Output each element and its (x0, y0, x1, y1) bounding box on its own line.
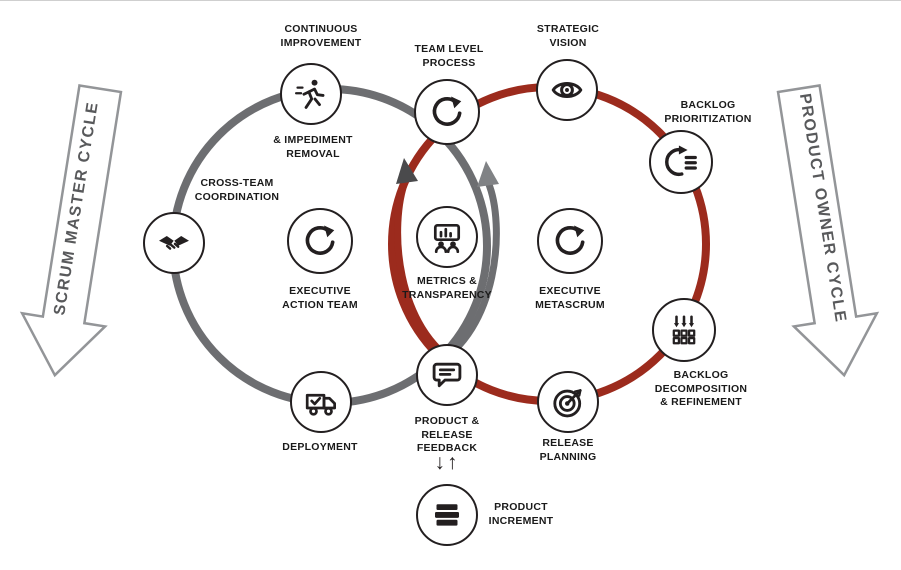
label-product-increment: PRODUCT INCREMENT (488, 501, 554, 527)
label-strategic-vision: STRATEGIC VISION (536, 23, 600, 49)
node-continuous-improvement (280, 63, 342, 125)
runner-icon (294, 79, 325, 109)
node-strategic-vision (536, 59, 598, 121)
down-arrow-icon: ↓ (434, 451, 447, 474)
label-impediment-removal: & IMPEDIMENT REMOVAL (273, 134, 353, 160)
node-executive-action-team (287, 208, 353, 274)
feedback-increment-connector: ↓↑ (435, 451, 460, 475)
label-continuous-improvement: CONTINUOUS IMPROVEMENT (280, 23, 362, 49)
metrics-board-icon (433, 223, 461, 254)
node-cross-team-coordination (143, 212, 205, 274)
label-cross-team-coordination: CROSS-TEAM COORDINATION (194, 177, 280, 203)
node-release-planning (537, 371, 599, 433)
prioritized-list-icon (665, 145, 697, 177)
node-metrics-transparency (416, 206, 478, 268)
speech-bubble-icon (432, 362, 462, 388)
node-product-release-feedback (416, 344, 478, 406)
label-executive-action-team: EXECUTIVE ACTION TEAM (282, 285, 358, 311)
node-executive-metascrum (537, 208, 603, 274)
label-backlog-decomposition: BACKLOG DECOMPOSITION & REFINEMENT (654, 369, 748, 409)
scrum-master-cycle-arrow (19, 84, 123, 378)
label-metrics-transparency: METRICS & TRANSPARENCY (402, 275, 492, 301)
node-backlog-prioritization (649, 130, 713, 194)
handshake-icon (159, 235, 189, 250)
dart-target-icon (553, 389, 582, 418)
label-backlog-prioritization: BACKLOG PRIORITIZATION (664, 99, 752, 125)
node-deployment (290, 371, 352, 433)
node-backlog-decomposition (652, 298, 716, 362)
up-arrow-icon: ↑ (447, 451, 460, 474)
inner-right-arrowhead-icon (477, 161, 499, 187)
node-team-level-process (414, 79, 480, 145)
product-owner-cycle-arrow (776, 84, 880, 378)
label-executive-metascrum: EXECUTIVE METASCRUM (535, 285, 605, 311)
scrum-loop-icon (305, 225, 335, 255)
decomposition-icon (672, 315, 696, 345)
eye-icon (551, 81, 583, 99)
label-deployment: DEPLOYMENT (282, 441, 358, 453)
delivery-truck-icon (305, 393, 336, 416)
label-product-release-feedback: PRODUCT & RELEASE FEEDBACK (414, 415, 480, 455)
scrum-loop-icon (432, 96, 462, 126)
inner-left-arrowhead-icon (396, 158, 418, 184)
node-product-increment (416, 484, 478, 546)
layers-icon (435, 504, 459, 526)
label-release-planning: RELEASE PLANNING (539, 437, 597, 463)
scrum-loop-icon (555, 225, 585, 255)
label-team-level-process: TEAM LEVEL PROCESS (414, 43, 484, 69)
